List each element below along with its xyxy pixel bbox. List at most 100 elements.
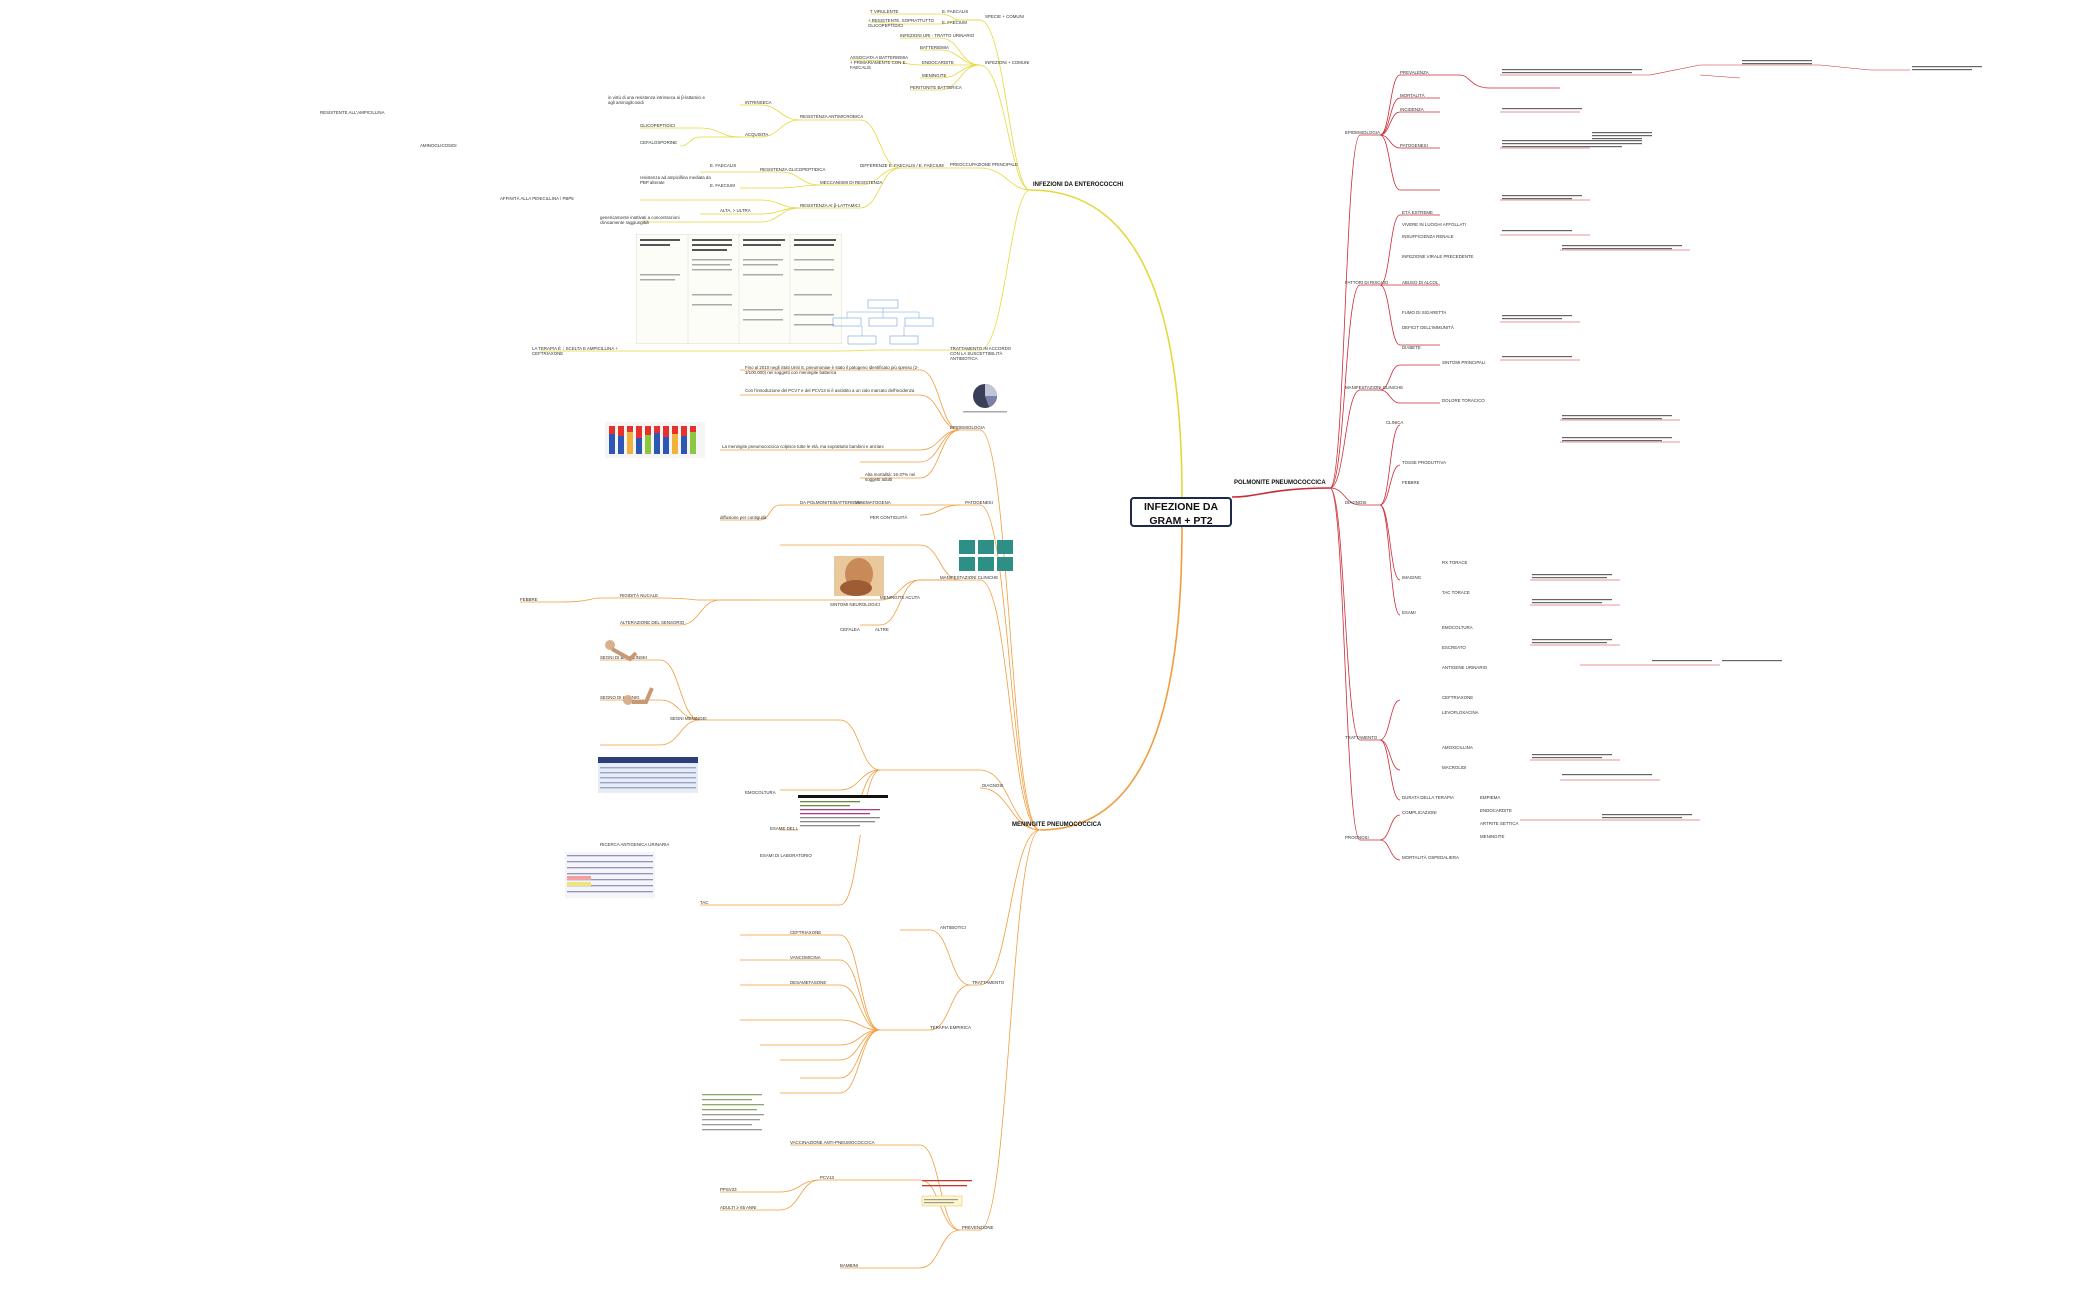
node-label: FEBBRE	[1402, 480, 1420, 485]
node-label: GLICOPEPTIDICI	[640, 123, 676, 128]
node-label: PREVALENZA	[1400, 70, 1429, 75]
branch-polmonite[interactable]: POLMONITE PNEUMOCOCCICA	[1234, 480, 1326, 486]
node-label: ESAMI DI LABORATORIO	[760, 853, 812, 858]
node-label: in virtù di una resistenza intrinseca ai…	[608, 95, 705, 106]
root-node[interactable]: INFEZIONE DA GRAM + PT2	[1130, 497, 1232, 527]
notes-thumbnail	[798, 795, 888, 835]
node-label: MACROLIDI	[1442, 765, 1467, 770]
patient-photo-thumbnail	[834, 556, 884, 596]
node-label: TERAPIA EMPIRICA	[930, 1025, 971, 1030]
node-label: SINTOMI NEUROLOGICI	[830, 602, 881, 607]
pie-chart-thumbnail	[963, 384, 1007, 413]
node-label: TRATTAMENTO	[1345, 735, 1378, 740]
node-label: AFFINITÀ ALLA PENICILLINA / PBP5	[500, 196, 574, 201]
node-label: SEGNO DI KERNIG	[600, 695, 640, 700]
node-label: ESAME DEL LIQUOR	[770, 826, 814, 831]
node-label: MANIFESTAZIONI CLINICHE	[940, 575, 999, 580]
meningite-subtree	[520, 369, 1041, 1269]
node-label: ARTRITE SETTICA	[1480, 821, 1519, 826]
node-label: ETÀ ESTREME	[1402, 210, 1433, 215]
node-label: INFEZIONE VIRALE PRECEDENTE	[1402, 254, 1474, 259]
node-label: MORTALITÀ OSPEDALIERA	[1402, 855, 1459, 860]
node-label: RESISTENTE ALL'AMPICILLINA	[320, 110, 385, 115]
node-label: Con l'introduzione del PCV7 e del PCV13 …	[745, 388, 915, 393]
node-label: BAMBINI	[840, 1263, 859, 1268]
polmonite-subtree	[1329, 74, 1560, 861]
node-label: ABUSO DI ALCOL	[1402, 280, 1439, 285]
node-label: INSUFFICIENZA RENALE	[1402, 234, 1454, 239]
node-label: VIA EMATOGENA	[855, 500, 891, 505]
node-label: PREVENZIONE	[962, 1225, 994, 1230]
node-label: MORTALITÀ	[1400, 93, 1425, 98]
node-label: DESAMETASONE	[790, 980, 827, 985]
bar-chart-thumbnail	[605, 422, 705, 458]
node-label: EPIDEMIOLOGIA	[1345, 130, 1380, 135]
node-label: MECCANISMI DI RESISTENZA	[820, 180, 883, 185]
node-label: ENDOCARDITE	[1480, 808, 1512, 813]
node-label: PATOGENESI	[965, 500, 993, 505]
node-label: MENINGITE	[922, 73, 947, 78]
node-label: PER CONTIGUITÀ	[870, 515, 908, 520]
node-label: DIAGNOSI	[982, 783, 1004, 788]
node-label: MENINGITE ACUTA	[880, 595, 920, 600]
node-label: ANTIBIOTICI	[940, 925, 966, 930]
node-label: TAC TORACE	[1442, 590, 1470, 595]
node-label: TRATTAMENTO	[972, 980, 1005, 985]
node-label: INFEZIONI URI - TRATTO URINARIO	[900, 33, 975, 38]
branch-enterococchi[interactable]: INFEZIONI DA ENTEROCOCCHI	[1033, 182, 1124, 188]
node-label: BATTERIEMIA	[920, 45, 949, 50]
node-label: DIABETE	[1402, 345, 1421, 350]
node-label: TRATTAMENTO IN ACCORDO CON LA SUSCETTIBI…	[950, 346, 1012, 362]
node-label: INFEZIONI + COMUNI	[985, 60, 1030, 65]
node-label: SPECIE + COMUNI	[985, 14, 1024, 19]
node-label: Alta mortalità: 16-37% nei soggetti adul…	[865, 472, 916, 483]
node-label: ESAMI	[1402, 610, 1416, 615]
lab-table-thumbnail	[598, 757, 698, 793]
node-label: VANCOMICINA	[790, 955, 821, 960]
node-label: PREOCCUPAZIONE PRINCIPALE	[950, 162, 1018, 167]
node-label: ANTIGENE URINARIO	[1442, 665, 1488, 670]
node-label: EPIDEMIOLOGIA	[950, 425, 985, 430]
node-label: FEBBRE	[520, 597, 538, 602]
node-label: FATTORI DI RISCHIO	[1345, 280, 1389, 285]
node-label: La meningite pneumococcica colpisce tutt…	[722, 444, 884, 449]
node-label: + RESISTENTE, SOPRATTUTTO GLICOPEPTIDICI	[868, 18, 935, 29]
node-label: EMPIEMA	[1480, 795, 1501, 800]
enterococchi-subtree	[540, 13, 1031, 352]
node-label: diffusione per contiguità	[720, 515, 767, 520]
polmonite-detail-lines	[1500, 60, 1982, 821]
node-label: CEFTRIAXONE	[1442, 695, 1474, 700]
node-label: Fino al 2010 negli Stati Uniti S. pneumo…	[745, 365, 919, 376]
node-label: MANIFESTAZIONI CLINICHE	[1345, 385, 1404, 390]
node-label: ALTA, > ULTRA	[720, 208, 751, 213]
node-label: LA TERAPIA È ↑ SCELTA E AMPICILLINA + CE…	[532, 346, 618, 357]
node-label: CLINICA	[1386, 420, 1404, 425]
node-label: CEFALOSPORINE	[640, 140, 678, 145]
flowchart-thumbnail	[832, 299, 934, 345]
node-label: MENINGITE	[1480, 834, 1505, 839]
node-label: RICERCA ANTIGENICA URINARIA	[600, 842, 670, 847]
node-label: VACCINAZIONE ANTI-PNEUMOCOCCICA	[790, 1140, 875, 1145]
node-label: RESISTENZA AI β-LATTAMICI	[800, 203, 860, 208]
node-label: PROGNOSI	[1345, 835, 1369, 840]
branch-meningite[interactable]: MENINGITE PNEUMOCOCCICA	[1012, 822, 1102, 828]
node-label: INTRINSECA	[745, 100, 772, 105]
node-label: CEFALEA	[840, 627, 860, 632]
comparison-table-thumbnail	[636, 234, 842, 344]
node-label: resistenza ad ampicillina mediata da PBP…	[640, 175, 711, 186]
node-label: AMOXICILLINA	[1442, 745, 1473, 750]
connector-polmonite-main	[1231, 487, 1331, 498]
node-label: PATOGENESI	[1400, 143, 1428, 148]
node-label: E. FAECIUM	[942, 20, 967, 25]
connector-meningite-main	[1039, 526, 1183, 831]
node-label: DEFICIT DELL'IMMUNITÀ	[1402, 325, 1454, 330]
node-label: RX TORACE	[1442, 560, 1468, 565]
node-label: ALTERAZIONE DEL SENSORIO	[620, 620, 685, 625]
node-label: ALTRE	[875, 627, 889, 632]
node-label: EMOCOLTURA	[745, 790, 776, 795]
connector-enterococchi-main	[1029, 189, 1183, 498]
node-label: EMOCOLTURA	[1442, 625, 1473, 630]
kernig-sign-thumbnail	[623, 687, 654, 705]
node-label: E. FAECALIS	[942, 9, 969, 14]
